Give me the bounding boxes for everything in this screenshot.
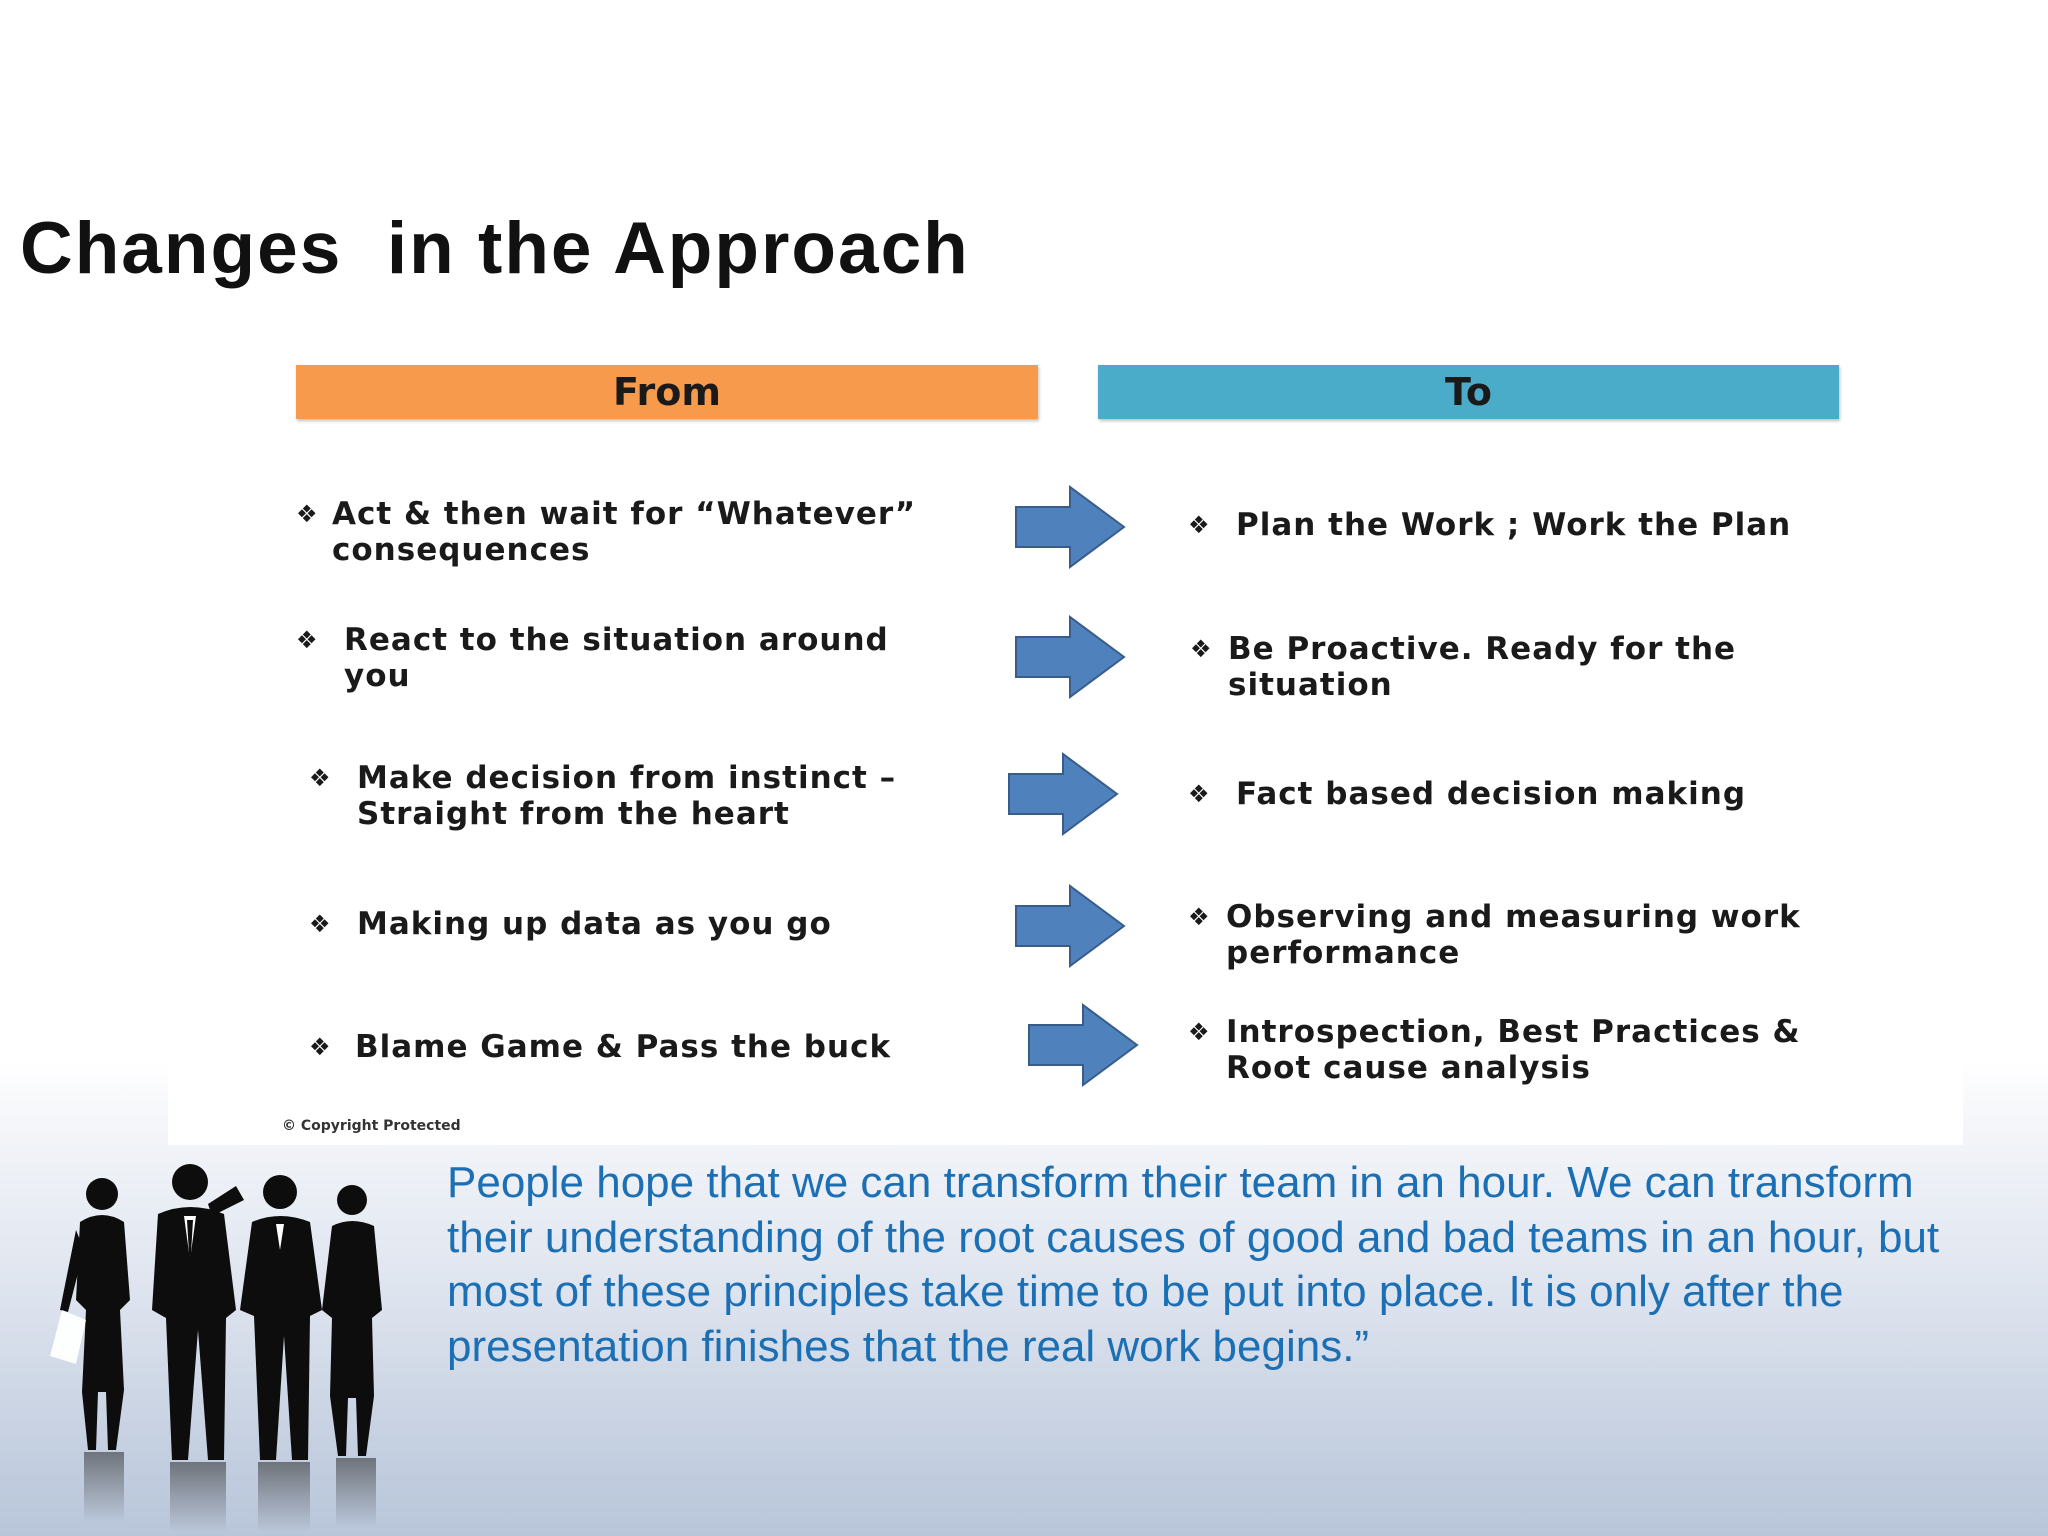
- from-item-1: ❖ Act & then wait for “Whatever” consequ…: [296, 496, 916, 568]
- to-item-3: ❖ Fact based decision making: [1188, 776, 1746, 812]
- from-item-4: ❖ Making up data as you go: [309, 906, 832, 942]
- right-arrow-icon: [1015, 884, 1126, 968]
- from-item-text: Making up data as you go: [357, 906, 832, 942]
- to-header: To: [1098, 365, 1839, 419]
- from-item-text: Act & then wait for “Whatever” consequen…: [332, 496, 917, 568]
- right-arrow-icon: [1028, 1003, 1139, 1087]
- from-item-5: ❖ Blame Game & Pass the buck: [309, 1029, 891, 1065]
- four-diamond-bullet-icon: ❖: [1190, 635, 1213, 663]
- right-arrow-icon: [1015, 485, 1126, 569]
- four-diamond-bullet-icon: ❖: [309, 1033, 332, 1061]
- from-header: From: [296, 365, 1038, 419]
- four-diamond-bullet-icon: ❖: [1188, 511, 1211, 539]
- to-item-text: Fact based decision making: [1236, 776, 1747, 812]
- from-item-text: React to the situation around you: [344, 622, 889, 694]
- quote-text: People hope that we can transform their …: [447, 1158, 1940, 1371]
- from-item-2: ❖ React to the situation around you: [296, 622, 889, 694]
- four-diamond-bullet-icon: ❖: [296, 500, 319, 528]
- copyright-notice: © Copyright Protected: [282, 1118, 461, 1134]
- four-diamond-bullet-icon: ❖: [1188, 780, 1211, 808]
- to-item-1: ❖ Plan the Work ; Work the Plan: [1188, 507, 1791, 543]
- slide-title: Changes in the Approach: [20, 208, 970, 289]
- to-item-text: Observing and measuring work performance: [1226, 899, 1801, 971]
- business-people-silhouette: [50, 1164, 382, 1532]
- from-item-text: Blame Game & Pass the buck: [355, 1029, 892, 1065]
- four-diamond-bullet-icon: ❖: [309, 910, 332, 938]
- to-item-text: Plan the Work ; Work the Plan: [1236, 507, 1792, 543]
- comparison-panel: [168, 340, 1963, 1145]
- from-item-text: Make decision from instinct – Straight f…: [357, 760, 897, 832]
- to-item-text: Introspection, Best Practices & Root cau…: [1226, 1014, 1801, 1086]
- four-diamond-bullet-icon: ❖: [296, 626, 319, 654]
- four-diamond-bullet-icon: ❖: [1188, 903, 1211, 931]
- to-item-text: Be Proactive. Ready for the situation: [1228, 631, 1737, 703]
- from-item-3: ❖ Make decision from instinct – Straight…: [309, 760, 896, 832]
- right-arrow-icon: [1008, 752, 1119, 836]
- to-item-5: ❖ Introspection, Best Practices & Root c…: [1188, 1014, 1801, 1086]
- to-item-4: ❖ Observing and measuring work performan…: [1188, 899, 1801, 971]
- four-diamond-bullet-icon: ❖: [309, 764, 332, 792]
- four-diamond-bullet-icon: ❖: [1188, 1018, 1211, 1046]
- to-item-2: ❖ Be Proactive. Ready for the situation: [1190, 631, 1736, 703]
- right-arrow-icon: [1015, 615, 1126, 699]
